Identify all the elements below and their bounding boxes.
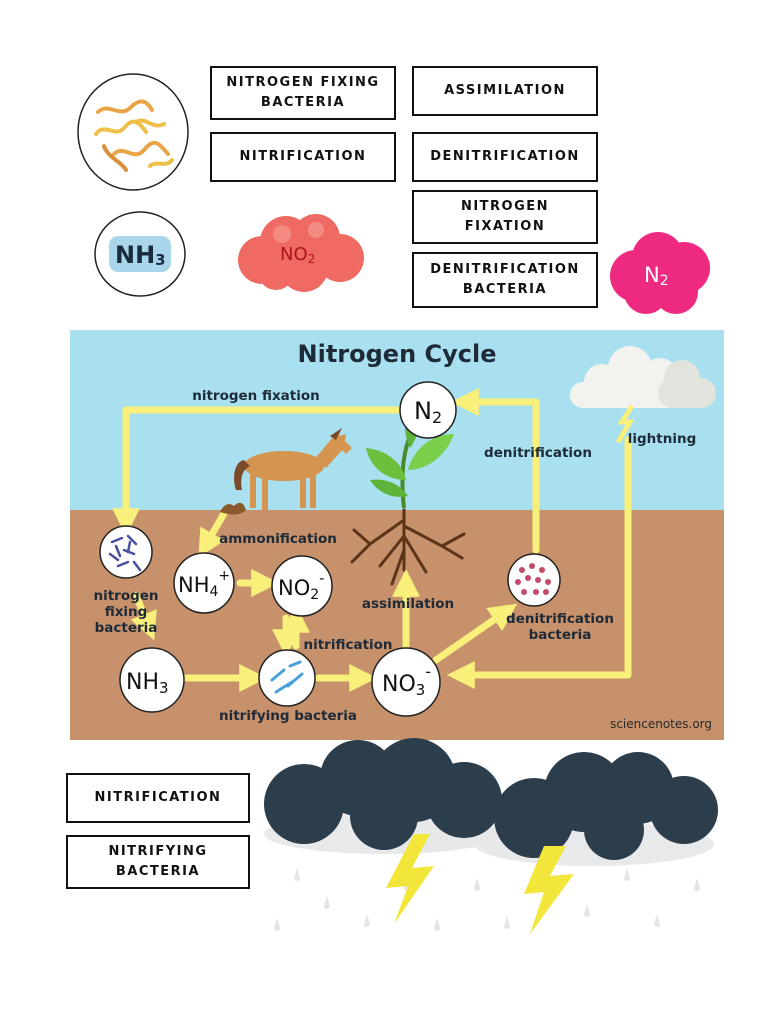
- node-nh4-sup: +: [218, 568, 230, 584]
- n2-icon-base: N: [644, 263, 660, 287]
- horse-icon: [234, 428, 352, 510]
- label-nitrifying-bacteria: nitrifying bacteria: [219, 708, 357, 724]
- nitrogen-fixing-bacteria-icon: [99, 525, 153, 579]
- n2-cloud-icon: N2: [610, 232, 710, 314]
- card-assimilation[interactable]: ASSIMILATION: [412, 66, 598, 116]
- denitrification-bacteria-icon: [507, 553, 561, 607]
- arrow-lightning: [446, 436, 632, 689]
- label-nitrogen-fixation: nitrogen fixation: [192, 388, 320, 404]
- card-nitrifying-bacteria[interactable]: NITRIFYING BACTERIA: [66, 835, 250, 889]
- nitrogen-cycle-diagram: Nitrogen Cycle: [70, 330, 724, 740]
- node-no3-sub: 3: [416, 681, 426, 699]
- svg-text:NH3: NH3: [115, 241, 166, 269]
- diagram-title: Nitrogen Cycle: [298, 340, 497, 368]
- card-nitrification-top[interactable]: NITRIFICATION: [210, 132, 396, 182]
- node-nh3: NH3: [119, 647, 185, 713]
- card-nitrogen-fixation[interactable]: NITROGEN FIXATION: [412, 190, 598, 244]
- node-no2-sub: 2: [310, 587, 319, 603]
- node-nh4-base: NH: [178, 573, 210, 597]
- label-nitrogen-fixing-bacteria-2: fixing: [105, 604, 148, 620]
- node-no3-base: NO: [382, 672, 416, 697]
- node-n2-sub: 2: [432, 408, 442, 427]
- no2-icon-sub: 2: [308, 252, 316, 266]
- svg-text:N2: N2: [414, 397, 442, 427]
- arrow-nitrogen-fixation: [112, 406, 402, 537]
- nh3-icon-base: NH: [115, 241, 155, 269]
- node-no2-base: NO: [278, 576, 310, 600]
- n2-icon-sub: 2: [660, 273, 669, 289]
- svg-text:N2: N2: [644, 263, 669, 289]
- node-n2-base: N: [414, 397, 432, 425]
- card-nitrogen-fixing-bacteria[interactable]: NITROGEN FIXING BACTERIA: [210, 66, 396, 120]
- svg-text:NH4+: NH4+: [178, 568, 230, 600]
- arrow-ammonification: [198, 506, 230, 558]
- bacteria-icon: [77, 73, 189, 191]
- label-denitrification-bacteria-2: bacteria: [529, 627, 592, 643]
- lightning-bolt-1: [386, 834, 434, 924]
- node-nh4: NH4+: [173, 552, 235, 614]
- label-ammonification: ammonification: [219, 531, 337, 547]
- roots-icon: [350, 508, 466, 586]
- node-nh3-sub: 3: [159, 679, 169, 697]
- node-no2: NO2-: [271, 555, 333, 617]
- nh3-icon: NH3: [94, 211, 186, 297]
- arrow-denitrification: [450, 388, 540, 554]
- node-no2-sup: -: [319, 569, 324, 587]
- nh3-icon-sub: 3: [155, 251, 165, 269]
- label-nitrification: nitrification: [303, 637, 392, 653]
- node-no3-sup: -: [425, 662, 431, 681]
- label-assimilation: assimilation: [362, 596, 454, 612]
- label-nitrogen-fixing-bacteria-1: nitrogen: [93, 588, 158, 604]
- svg-text:NO2: NO2: [280, 244, 315, 266]
- card-denitrification-bacteria[interactable]: DENITRIFICATION BACTERIA: [412, 252, 598, 308]
- lightning-bolt-2: [524, 846, 574, 934]
- sky-cloud-icon: [570, 346, 716, 408]
- label-denitrification-bacteria-1: denitrification: [506, 611, 614, 627]
- svg-text:NH3: NH3: [126, 670, 169, 697]
- svg-text:NO2-: NO2-: [278, 569, 325, 603]
- node-nh3-base: NH: [126, 670, 159, 695]
- node-no3: NO3-: [371, 647, 441, 717]
- label-nitrogen-fixing-bacteria-3: bacteria: [95, 620, 158, 636]
- node-n2: N2: [399, 381, 457, 439]
- credit-text: sciencenotes.org: [610, 717, 712, 731]
- small-lightning-icon: [615, 404, 635, 444]
- label-lightning: lightning: [628, 431, 697, 447]
- nitrifying-bacteria-icon: [258, 649, 316, 707]
- manure-icon: [220, 502, 246, 515]
- svg-text:NO3-: NO3-: [382, 662, 431, 699]
- storm-cloud-icon: [264, 738, 718, 934]
- card-denitrification[interactable]: DENITRIFICATION: [412, 132, 598, 182]
- card-nitrification-bottom[interactable]: NITRIFICATION: [66, 773, 250, 823]
- no2-cloud-icon: NO2: [238, 214, 364, 292]
- node-nh4-sub: 4: [210, 584, 219, 600]
- label-denitrification: denitrification: [484, 445, 592, 461]
- arrow-to-denitrification-bacteria: [432, 603, 518, 664]
- arrow-fixing-to-nh3: [130, 591, 157, 641]
- no2-icon-base: NO: [280, 244, 308, 265]
